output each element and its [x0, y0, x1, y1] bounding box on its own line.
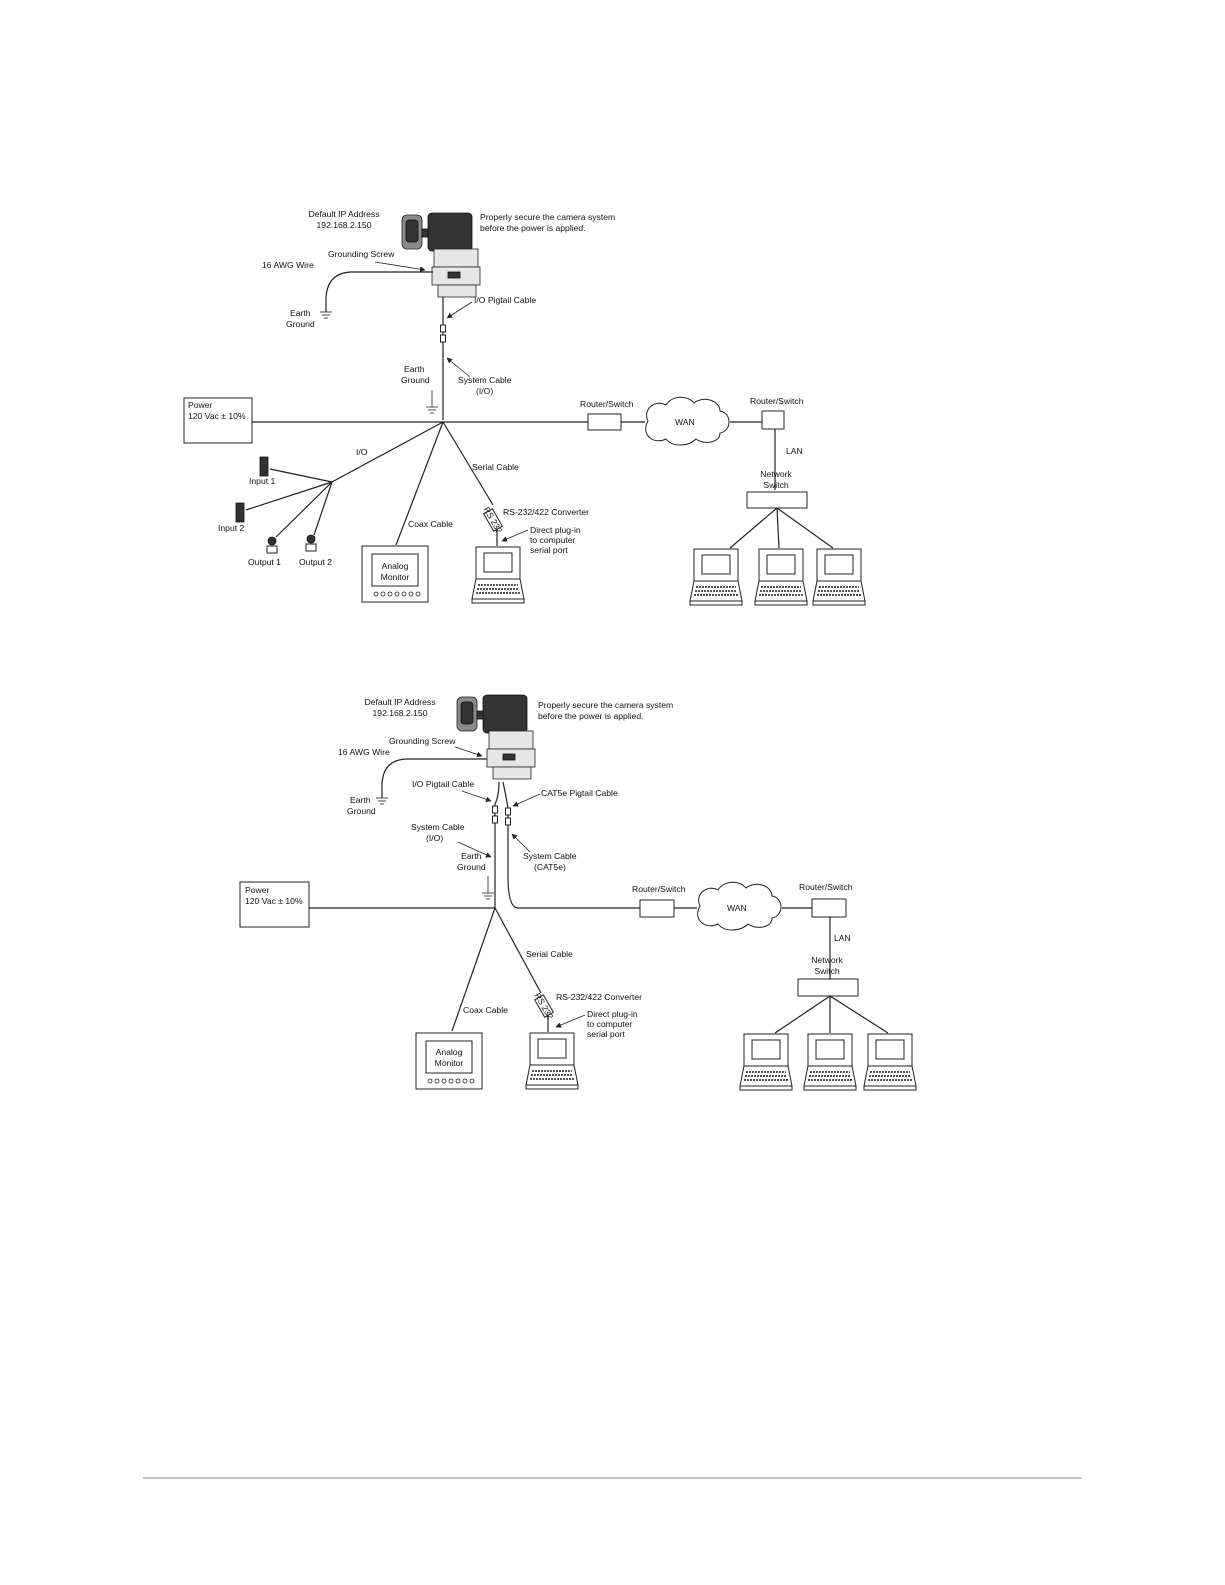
secure-note-line1: Properly secure the camera system: [480, 212, 615, 222]
converter-icon: RS 232: [482, 505, 505, 535]
ground-icon: [319, 311, 333, 319]
secure-note-line2: before the power is applied.: [538, 711, 644, 721]
input1-icon: [259, 456, 269, 477]
direct-line2: to computer: [587, 1019, 633, 1029]
output2-label: Output 2: [299, 557, 332, 567]
laptop-icon[interactable]: [863, 1033, 917, 1091]
direct-line1: Direct plug-in: [530, 525, 581, 535]
ip-address-label: Default IP Address: [364, 697, 435, 707]
router-right-box[interactable]: [811, 898, 847, 918]
network-switch-box[interactable]: [797, 978, 859, 997]
router-right-label: Router/Switch: [750, 396, 804, 406]
camera-icon: [401, 212, 481, 298]
output1-label: Output 1: [248, 557, 281, 567]
lan-label: LAN: [834, 933, 851, 943]
converter-label: RS-232/422 Converter: [556, 992, 642, 1002]
serial-label: Serial Cable: [526, 949, 573, 959]
input2-icon: [235, 502, 245, 523]
laptop-icon[interactable]: [471, 546, 525, 604]
network-switch-line1: Network: [811, 955, 843, 965]
input1-label: Input 1: [249, 476, 276, 486]
serial-label: Serial Cable: [472, 462, 519, 472]
monitor-line2: Monitor: [435, 1058, 464, 1068]
ground-icon: [481, 892, 495, 900]
earth-ground-top-line2: Ground: [347, 806, 376, 816]
earth-ground-top-line1: Earth: [350, 795, 371, 805]
ip-address-label: Default IP Address: [308, 209, 379, 219]
ground-icon: [375, 797, 389, 805]
laptop-icon[interactable]: [754, 548, 808, 606]
ground-icon: [425, 406, 439, 414]
system-cable-line1: System Cable: [458, 375, 512, 385]
grounding-screw-label: Grounding Screw: [389, 736, 456, 746]
ip-address-value: 192.168.2.150: [373, 708, 428, 718]
earth-ground-top-line1: Earth: [290, 308, 311, 318]
earth-ground-top-line2: Ground: [286, 319, 315, 329]
io-pigtail-label: I/O Pigtail Cable: [474, 295, 536, 305]
wan-label: WAN: [675, 417, 695, 427]
system-cable-cat5e-line1: System Cable: [523, 851, 577, 861]
output1-icon: [266, 536, 278, 554]
direct-line3: serial port: [587, 1029, 625, 1039]
earth-ground-mid-line2: Ground: [457, 862, 486, 872]
power-box: [183, 397, 253, 444]
router-right-box[interactable]: [761, 410, 785, 430]
power-label: Power: [188, 400, 212, 410]
cat5e-pigtail-label: CAT5e Pigtail Cable: [541, 788, 618, 798]
direct-line3: serial port: [530, 545, 568, 555]
earth-ground-mid-line1: Earth: [461, 851, 482, 861]
earth-ground-mid-line2: Ground: [401, 375, 430, 385]
secure-note-line2: before the power is applied.: [480, 223, 586, 233]
earth-ground-mid-line1: Earth: [404, 364, 425, 374]
camera-icon: [456, 694, 536, 780]
lan-label: LAN: [786, 446, 803, 456]
router-left-box[interactable]: [587, 413, 622, 431]
laptop-icon[interactable]: [812, 548, 866, 606]
monitor-line2: Monitor: [381, 572, 410, 582]
io-label: I/O: [356, 447, 368, 457]
router-right-label: Router/Switch: [799, 882, 853, 892]
secure-note-line1: Properly secure the camera system: [538, 700, 673, 710]
io-pigtail-label: I/O Pigtail Cable: [412, 779, 474, 789]
system-cable-io-line1: System Cable: [411, 822, 465, 832]
diagram-2-cat5e-system-cable: Default IP Address 192.168.2.150 Properl…: [239, 694, 917, 1091]
power-box: [239, 881, 310, 928]
network-switch-line1: Network: [760, 469, 792, 479]
power-spec: 120 Vac ± 10%: [188, 411, 246, 421]
converter-icon: RS 232: [533, 991, 556, 1021]
laptop-icon[interactable]: [739, 1033, 793, 1091]
direct-line2: to computer: [530, 535, 576, 545]
monitor-line1: Analog: [382, 561, 409, 571]
network-switch-line2: Switch: [763, 480, 789, 490]
awg-wire-label: 16 AWG Wire: [338, 747, 390, 757]
system-cable-cat5e-line2: (CAT5e): [534, 862, 566, 872]
ip-address-value: 192.168.2.150: [317, 220, 372, 230]
laptop-icon[interactable]: [803, 1033, 857, 1091]
diagram-1-io-system-cable: Default IP Address 192.168.2.150 Properl…: [183, 209, 866, 606]
wan-label: WAN: [727, 903, 747, 913]
direct-line1: Direct plug-in: [587, 1009, 638, 1019]
input2-label: Input 2: [218, 523, 245, 533]
grounding-screw-label: Grounding Screw: [328, 249, 395, 259]
system-cable-line2: (I/O): [476, 386, 493, 396]
network-switch-line2: Switch: [814, 966, 840, 976]
power-spec: 120 Vac ± 10%: [245, 896, 303, 906]
system-cable-io-line2: (I/O): [426, 833, 443, 843]
output2-icon: [305, 534, 317, 552]
laptop-icon[interactable]: [525, 1032, 579, 1090]
converter-label: RS-232/422 Converter: [503, 507, 589, 517]
coax-label: Coax Cable: [408, 519, 453, 529]
monitor-line1: Analog: [436, 1047, 463, 1057]
router-left-label: Router/Switch: [632, 884, 686, 894]
awg-wire-label: 16 AWG Wire: [262, 260, 314, 270]
laptop-icon[interactable]: [689, 548, 743, 606]
network-switch-box[interactable]: [746, 491, 808, 509]
router-left-label: Router/Switch: [580, 399, 634, 409]
coax-label: Coax Cable: [463, 1005, 508, 1015]
router-left-box[interactable]: [639, 899, 675, 918]
power-label: Power: [245, 885, 269, 895]
